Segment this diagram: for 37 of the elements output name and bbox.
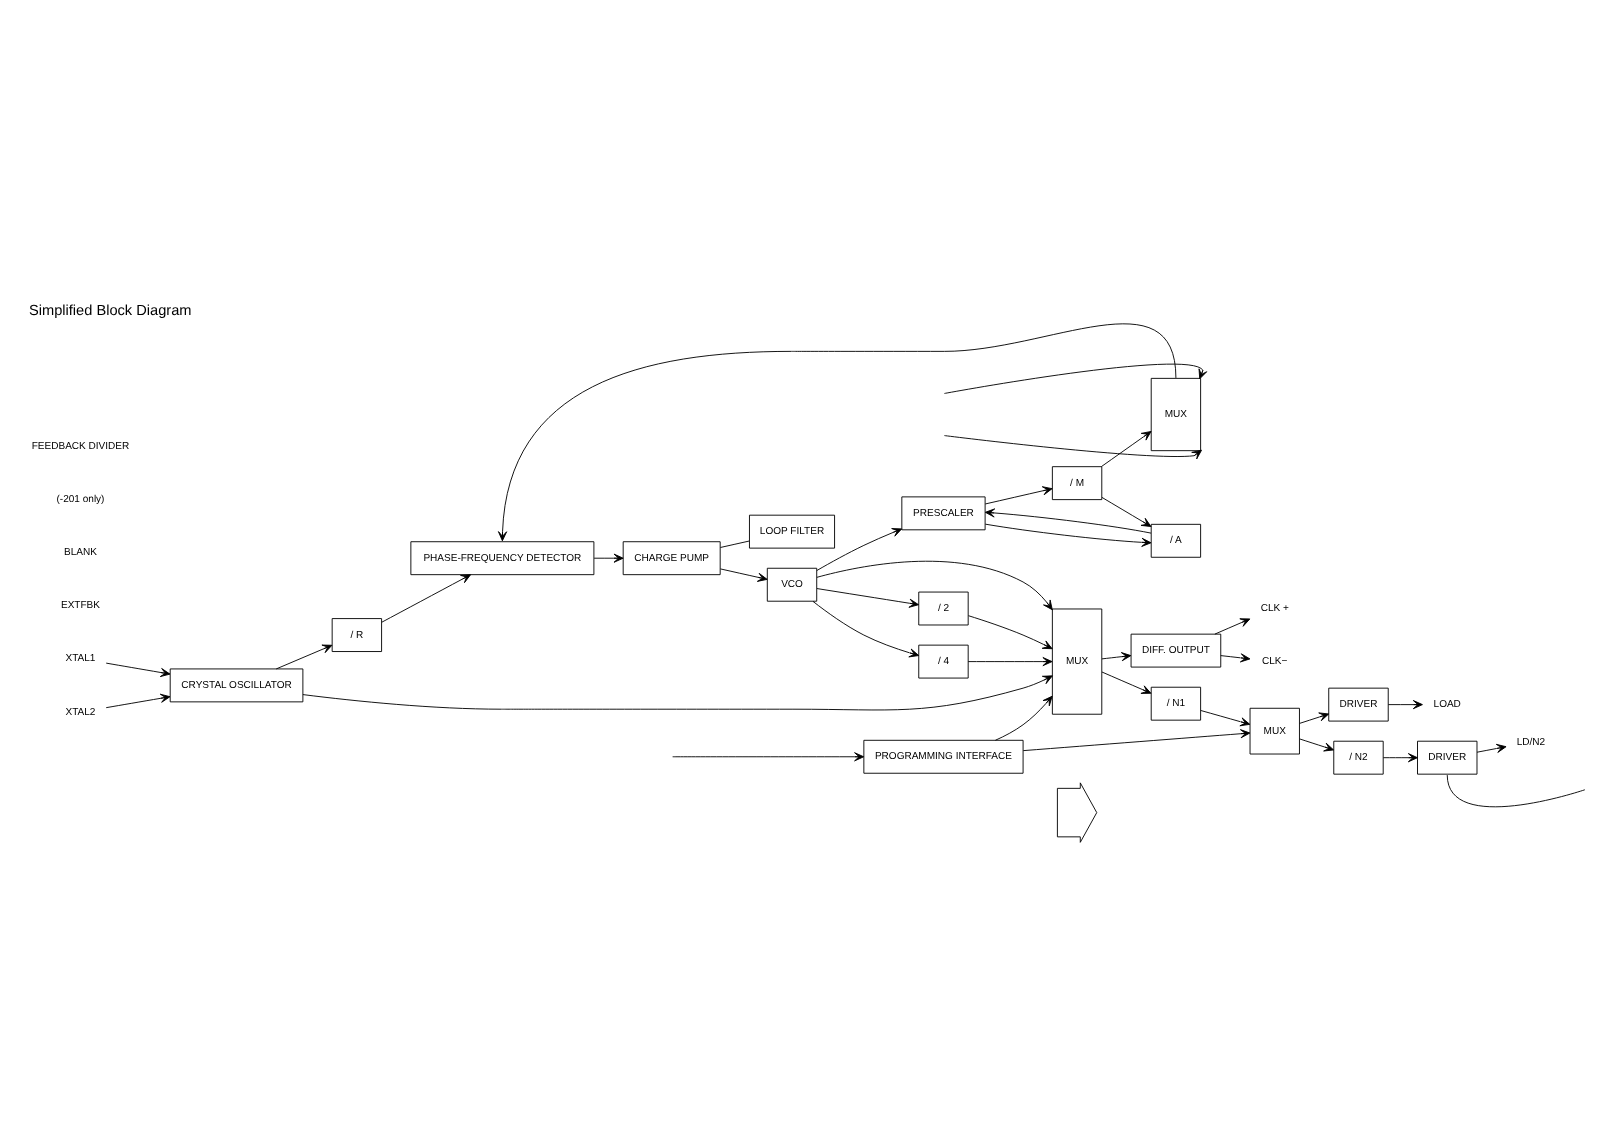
arrow xyxy=(1101,430,1152,466)
arrow xyxy=(984,507,1152,533)
connector xyxy=(1446,773,1586,807)
arrow xyxy=(1299,737,1335,751)
arrow xyxy=(984,485,1053,504)
arrow xyxy=(968,614,1053,649)
arrow xyxy=(967,656,1053,666)
arrow xyxy=(720,567,768,581)
arrow xyxy=(944,362,1204,393)
arrow xyxy=(105,692,171,708)
arrow xyxy=(816,559,1053,610)
arrow xyxy=(816,587,920,607)
arrow xyxy=(1476,742,1507,752)
arrow xyxy=(1299,711,1330,723)
arrow xyxy=(302,674,1053,710)
arrow xyxy=(275,643,333,669)
arrow xyxy=(1101,495,1152,526)
node-arrow xyxy=(1056,781,1098,842)
arrow xyxy=(1382,752,1418,762)
diagram-title: Simplified Block Diagram xyxy=(28,300,192,319)
arrow xyxy=(994,694,1053,740)
arrow xyxy=(812,599,920,657)
arrow xyxy=(1387,699,1423,709)
arrow xyxy=(816,527,903,570)
arrow xyxy=(381,573,471,622)
arrow xyxy=(1220,652,1251,662)
arrow xyxy=(593,552,624,562)
arrow xyxy=(1200,709,1251,726)
arrow xyxy=(944,434,1195,456)
arrow xyxy=(497,322,1177,541)
arrow xyxy=(1214,617,1251,634)
arrow xyxy=(1022,728,1251,751)
arrow xyxy=(1101,670,1152,693)
arrow xyxy=(984,522,1152,546)
connector xyxy=(720,539,750,547)
arrow xyxy=(105,661,171,677)
arrow xyxy=(1101,651,1132,661)
